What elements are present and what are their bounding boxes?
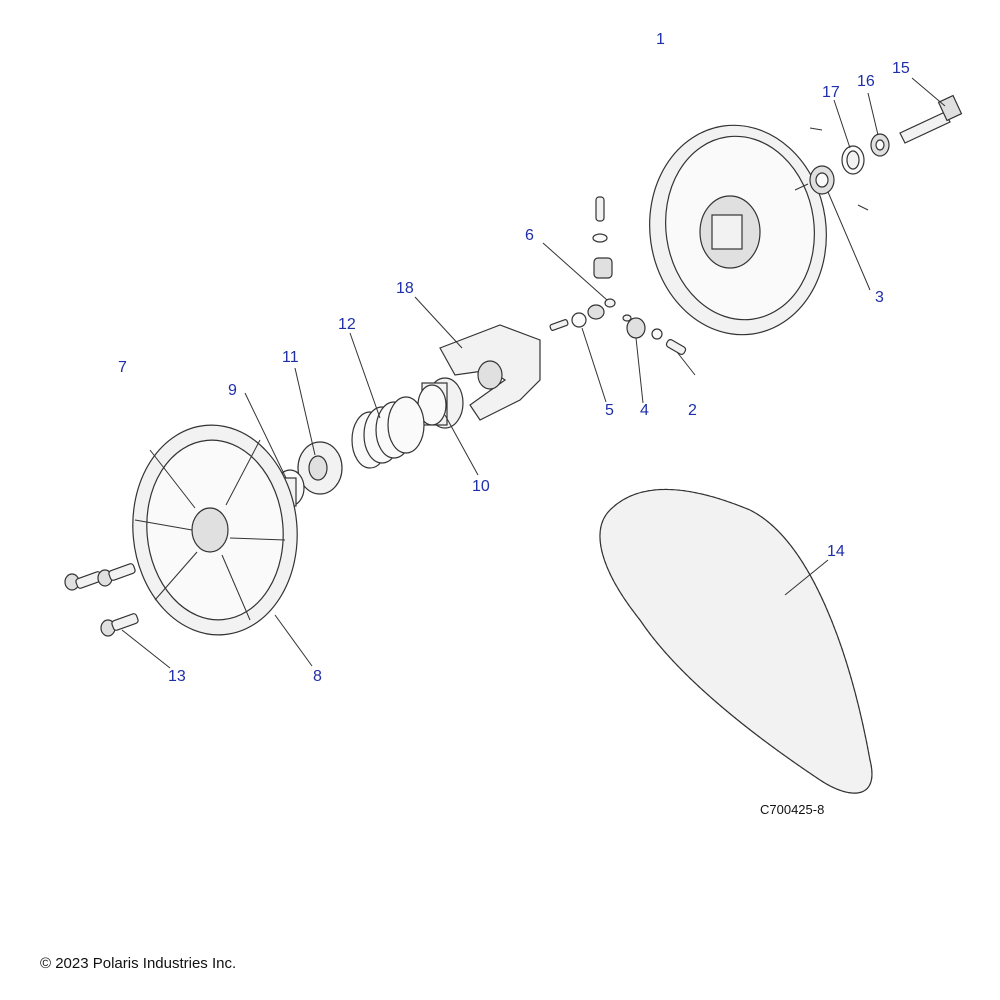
part-sleeve-10	[417, 377, 464, 429]
callout-1: 1	[656, 31, 665, 48]
callout-18: 18	[396, 280, 414, 297]
callout-10: 10	[472, 478, 490, 495]
part-clip-6	[587, 298, 616, 320]
part-pin-top	[592, 196, 613, 279]
part-spider-18	[439, 324, 541, 421]
callout-17: 17	[822, 84, 840, 101]
callout-15: 15	[892, 60, 910, 77]
callout-4: 4	[640, 402, 649, 419]
part-washer-17	[841, 145, 865, 175]
callout-13: 13	[168, 668, 186, 685]
part-washer-16	[870, 133, 890, 157]
part-bolt-15	[899, 94, 963, 144]
callout-16: 16	[857, 73, 875, 90]
callout-11: 11	[282, 349, 299, 366]
callout-7: 7	[118, 359, 127, 376]
part-pin-5	[549, 312, 587, 331]
drawing-number: C700425-8	[760, 802, 825, 817]
callout-labels: 1 2 3 4 5 6 7 8 9 10 11 12 13 14 15 16 1…	[118, 31, 910, 685]
part-bolts-13	[64, 563, 139, 637]
part-fixed-sheave	[649, 124, 827, 336]
callout-12: 12	[338, 316, 356, 333]
callout-2: 2	[688, 402, 697, 419]
part-pin-2	[665, 339, 687, 355]
part-spring-12	[351, 396, 425, 469]
callout-3: 3	[875, 289, 884, 306]
callout-14: 14	[827, 543, 845, 560]
callout-9: 9	[228, 382, 237, 399]
part-movable-sheave-8	[132, 424, 298, 636]
callout-5: 5	[605, 402, 614, 419]
leader-lines	[121, 77, 946, 669]
part-roller-4	[622, 314, 663, 340]
callout-6: 6	[525, 227, 534, 244]
part-drive-belt-14	[599, 488, 873, 794]
copyright-notice: © 2023 Polaris Industries Inc.	[40, 955, 237, 972]
part-spacer-11	[297, 441, 343, 495]
part-bushing-3	[794, 127, 869, 211]
callout-8: 8	[313, 668, 322, 685]
